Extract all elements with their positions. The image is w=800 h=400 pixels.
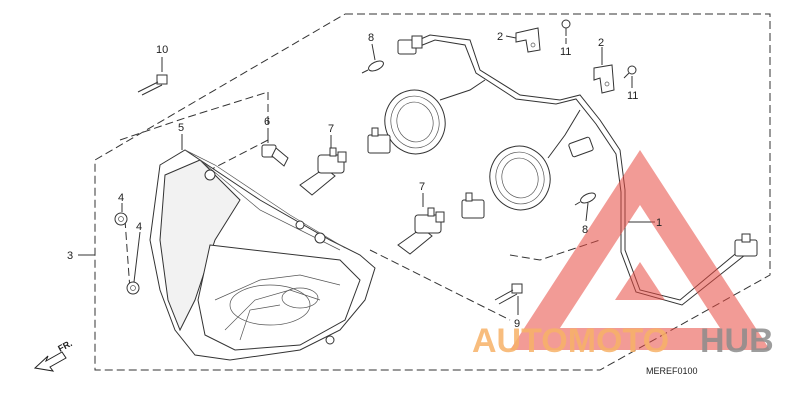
callout-labels: 1 2 2 3 4 4 5 6 7 7 8 8 9 10 11 11 (67, 31, 662, 330)
callout-11-upper: 11 (560, 46, 571, 58)
leader-lines (78, 35, 655, 315)
direction-label: FR. (56, 338, 73, 354)
callout-4-upper: 4 (118, 192, 124, 204)
bolt-10 (137, 74, 168, 96)
callout-6: 6 (264, 116, 270, 128)
callout-5: 5 (178, 122, 184, 134)
watermark-logo-icon (510, 150, 770, 350)
socket-6 (261, 144, 289, 167)
direction-arrow-icon (33, 351, 67, 372)
headlight-housing (149, 149, 376, 361)
screw-11-upper (561, 19, 571, 36)
bulb-7-lower (397, 207, 445, 255)
callout-10: 10 (156, 44, 168, 56)
callout-8-lower: 8 (582, 224, 588, 236)
bulb-7-upper (299, 147, 347, 196)
nut-4-upper (114, 212, 128, 226)
callout-9: 9 (514, 318, 520, 330)
watermark-text-part1: AUTOMOTO (472, 322, 669, 360)
bracket-2-upper (515, 27, 541, 53)
bulb-8-lower (574, 192, 596, 206)
callout-2-upper: 2 (497, 31, 503, 43)
nut-4-lower (126, 281, 140, 295)
bolt-9 (494, 283, 523, 305)
diagram-code: MEREF0100 (646, 366, 698, 376)
callout-11-lower: 11 (627, 90, 638, 102)
callout-1: 1 (656, 217, 662, 229)
callout-8-upper: 8 (368, 32, 374, 44)
callout-4-lower: 4 (136, 221, 142, 233)
front-direction-indicator: FR. (33, 338, 74, 372)
watermark: AUTOMOTO HUB (472, 150, 774, 360)
wire-harness-1 (367, 34, 758, 306)
callout-2-lower: 2 (598, 37, 604, 49)
screw-11-lower (623, 65, 637, 79)
callout-7-lower: 7 (419, 181, 425, 193)
callout-7-upper: 7 (328, 123, 334, 135)
callout-3: 3 (67, 250, 73, 262)
bracket-2-lower (593, 64, 615, 94)
bulb-8-upper (361, 60, 384, 74)
watermark-text-part2: HUB (700, 322, 774, 360)
